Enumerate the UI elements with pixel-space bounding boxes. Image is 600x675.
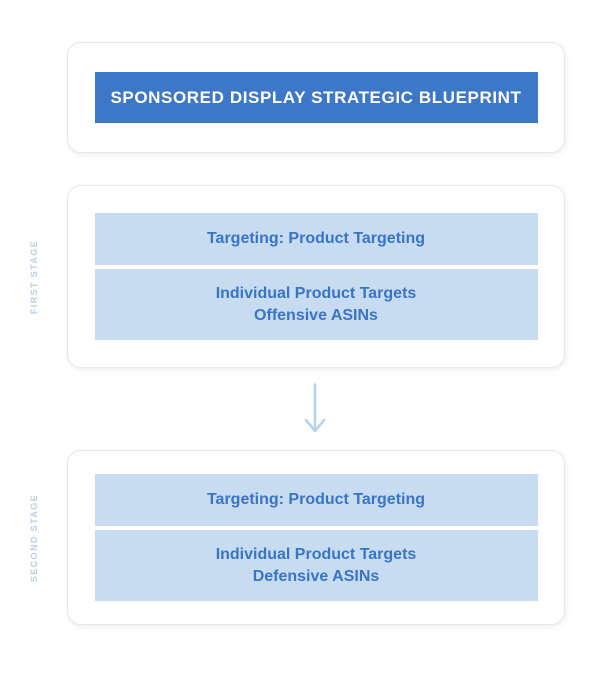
detail-bar-first-line2: Offensive ASINs bbox=[254, 306, 378, 324]
detail-bar-second: Individual Product Targets Defensive ASI… bbox=[94, 530, 538, 601]
detail-bar-first-line1: Individual Product Targets bbox=[215, 284, 417, 302]
stage-card-second: Targeting: Product Targeting Individual … bbox=[67, 450, 565, 625]
stage-card-first: Targeting: Product Targeting Individual … bbox=[67, 185, 565, 368]
detail-bar-second-line1: Individual Product Targets bbox=[215, 545, 417, 563]
arrow-down-icon bbox=[302, 383, 328, 435]
detail-bar-first: Individual Product Targets Offensive ASI… bbox=[94, 269, 538, 340]
targeting-bar-first: Targeting: Product Targeting bbox=[94, 213, 538, 265]
targeting-bar-second: Targeting: Product Targeting bbox=[94, 474, 538, 526]
stage-label-first: FIRST STAGE bbox=[29, 239, 39, 315]
blueprint-banner: SPONSORED DISPLAY STRATEGIC BLUEPRINT bbox=[94, 72, 538, 123]
detail-bar-second-line2: Defensive ASINs bbox=[252, 567, 380, 585]
blueprint-header-card: SPONSORED DISPLAY STRATEGIC BLUEPRINT bbox=[67, 42, 565, 153]
blueprint-title: SPONSORED DISPLAY STRATEGIC BLUEPRINT bbox=[110, 87, 522, 107]
stage-label-second: SECOND STAGE bbox=[29, 493, 39, 583]
